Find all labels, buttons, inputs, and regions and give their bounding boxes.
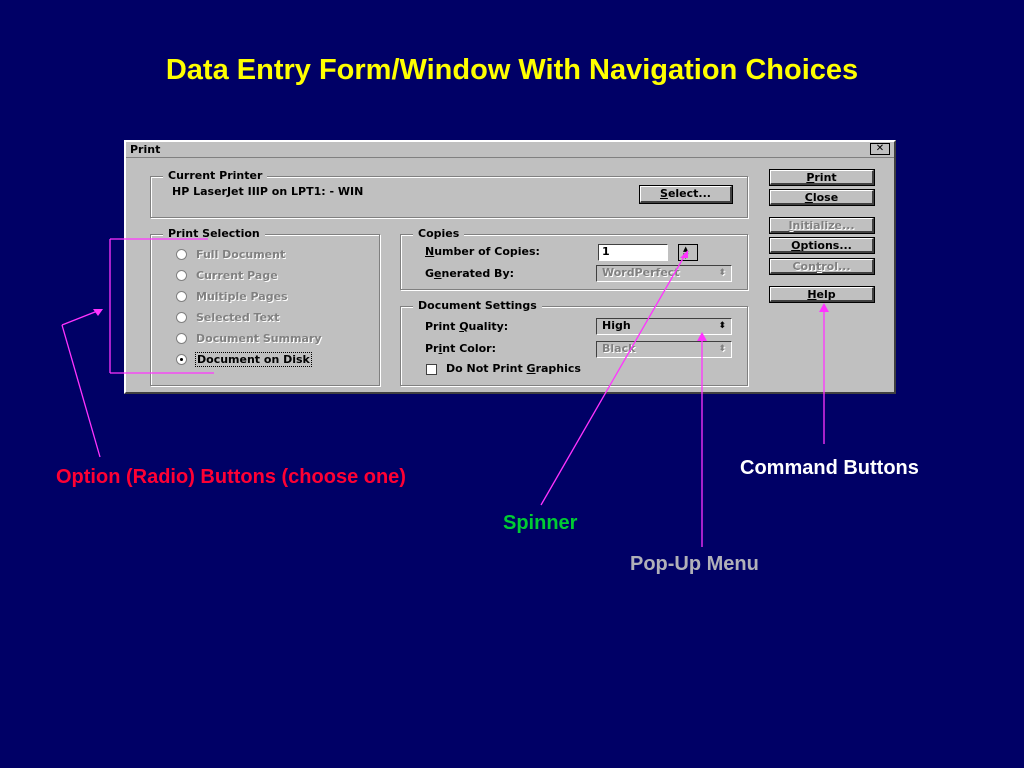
spinner-annotation: Spinner <box>503 512 578 534</box>
radio-button[interactable] <box>176 354 187 365</box>
radio-button[interactable] <box>176 249 187 260</box>
dialog-title: Print <box>130 143 161 156</box>
current-printer-group: Current Printer <box>150 169 748 218</box>
initialize-button[interactable]: Initialize... <box>769 217 875 234</box>
number-of-copies-label: Number of Copies: <box>425 245 540 258</box>
copies-group: Copies <box>400 227 748 290</box>
spinner-up-icon[interactable]: ▲ <box>683 245 689 253</box>
radio-label: Full Document <box>196 248 286 261</box>
help-button[interactable]: Help <box>769 286 875 303</box>
close-icon[interactable]: ✕ <box>870 143 890 155</box>
control-button[interactable]: Control... <box>769 258 875 275</box>
radio-label: Multiple Pages <box>196 290 288 303</box>
print-color-popup[interactable]: Black ⬍ <box>596 341 732 358</box>
radio-button[interactable] <box>176 312 187 323</box>
generated-by-value: WordPerfect <box>602 266 680 279</box>
radio-label: Document on Disk <box>195 352 312 367</box>
radio-label: Selected Text <box>196 311 280 324</box>
command-buttons-annotation: Command Buttons <box>740 457 919 479</box>
radio-label: Current Page <box>196 269 278 282</box>
radio-label: Document Summary <box>196 332 322 345</box>
current-printer-value: HP LaserJet IIIP on LPT1: - WIN <box>172 185 364 198</box>
radio-callout-arrow-line <box>61 309 101 326</box>
no-graphics-label: Do Not Print Graphics <box>446 362 581 375</box>
select-printer-button[interactable]: Select... <box>639 185 733 204</box>
print-selection-title: Print Selection <box>163 227 265 240</box>
spinner-callout-line <box>540 254 686 506</box>
popup-callout-arrowhead <box>697 332 707 341</box>
spinner-callout-arrowhead <box>680 250 688 258</box>
command-callout-arrowhead <box>819 303 829 312</box>
document-settings-group: Document Settings <box>400 299 748 386</box>
updown-arrow-icon: ⬍ <box>718 268 726 278</box>
print-button[interactable]: Print <box>769 169 875 186</box>
select-button-label: elect... <box>667 187 711 200</box>
print-quality-value: High <box>602 319 631 332</box>
print-quality-label: Print Quality: <box>425 320 509 333</box>
radio-button[interactable] <box>176 291 187 302</box>
radio-button[interactable] <box>176 270 187 281</box>
print-dialog: Print ✕ Current Printer HP LaserJet IIIP… <box>124 140 896 394</box>
print-quality-popup[interactable]: High ⬍ <box>596 318 732 335</box>
radio-buttons-annotation: Option (Radio) Buttons (choose one) <box>56 466 406 488</box>
popup-menu-annotation: Pop-Up Menu <box>630 553 759 575</box>
current-printer-title: Current Printer <box>163 169 268 182</box>
slide-title: Data Entry Form/Window With Navigation C… <box>165 54 859 86</box>
updown-arrow-icon: ⬍ <box>718 321 726 331</box>
close-button[interactable]: Close <box>769 189 875 206</box>
number-of-copies-input[interactable]: 1 <box>598 244 668 261</box>
updown-arrow-icon: ⬍ <box>718 344 726 354</box>
copies-title: Copies <box>413 227 465 240</box>
print-selection-group: Print Selection <box>150 227 380 386</box>
dialog-titlebar: Print ✕ <box>126 142 894 158</box>
document-settings-title: Document Settings <box>413 299 542 312</box>
options-button[interactable]: Options... <box>769 237 875 254</box>
radio-callout-arrowhead <box>93 309 103 316</box>
radio-button[interactable] <box>176 333 187 344</box>
generated-by-select[interactable]: WordPerfect ⬍ <box>596 265 732 282</box>
no-graphics-checkbox[interactable] <box>426 364 437 375</box>
generated-by-label: Generated By: <box>425 267 515 280</box>
radio-callout-leader <box>61 324 101 458</box>
print-color-label: Print Color: <box>425 342 496 355</box>
print-color-value: Black <box>602 342 636 355</box>
